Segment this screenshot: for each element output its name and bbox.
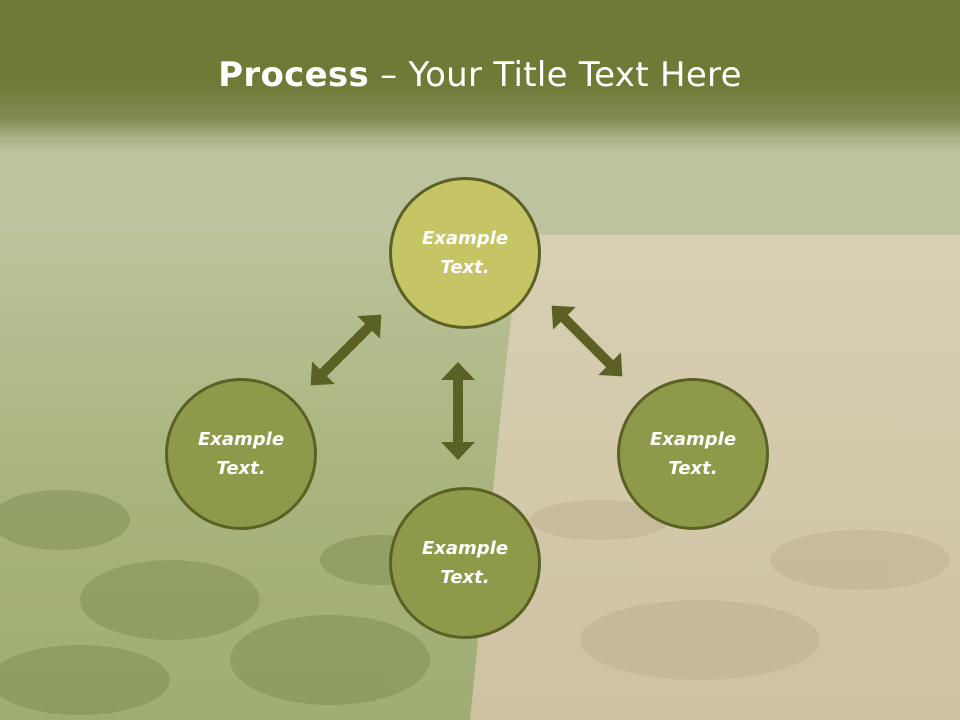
- arrow-top-right: [551, 305, 623, 377]
- slide-title: Process – Your Title Text Here: [0, 52, 960, 98]
- arrow-vertical: [441, 362, 475, 460]
- title-bar: [0, 0, 960, 150]
- title-bold-part: Process: [218, 55, 370, 95]
- title-rest-part: – Your Title Text Here: [369, 55, 742, 95]
- node-label-right: Example Text.: [649, 429, 737, 479]
- process-node-top: Example Text.: [389, 177, 541, 329]
- node-label-top: Example Text.: [421, 228, 509, 278]
- process-node-bottom: Example Text.: [389, 487, 541, 639]
- arrow-top-left: [310, 314, 382, 386]
- process-node-left: Example Text.: [165, 378, 317, 530]
- process-node-right: Example Text.: [617, 378, 769, 530]
- node-label-left: Example Text.: [197, 429, 285, 479]
- node-label-bottom: Example Text.: [421, 538, 509, 588]
